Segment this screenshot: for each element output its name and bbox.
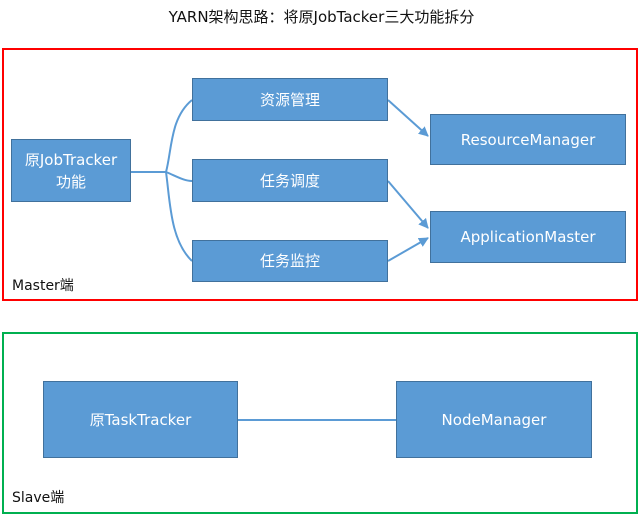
task-scheduling-box: 任务调度	[192, 159, 388, 202]
resource-management-box: 资源管理	[192, 78, 388, 121]
master-panel	[2, 48, 638, 301]
slave-panel	[2, 332, 638, 514]
jobtracker-source-box: 原JobTracker 功能	[11, 139, 131, 202]
jobtracker-source-line1: 原JobTracker	[24, 150, 118, 169]
nodemanager-box: NodeManager	[396, 381, 592, 458]
jobtracker-source-line2: 功能	[55, 172, 86, 191]
resourcemanager-box: ResourceManager	[430, 114, 626, 165]
master-panel-label: Master端	[12, 278, 74, 294]
task-monitoring-box: 任务监控	[192, 240, 388, 282]
diagram-title: YARN架构思路：将原JobTacker三大功能拆分	[168, 8, 475, 26]
slave-panel-label: Slave端	[12, 490, 65, 506]
tasktracker-source-box: 原TaskTracker	[43, 381, 238, 458]
applicationmaster-box: ApplicationMaster	[430, 211, 626, 263]
